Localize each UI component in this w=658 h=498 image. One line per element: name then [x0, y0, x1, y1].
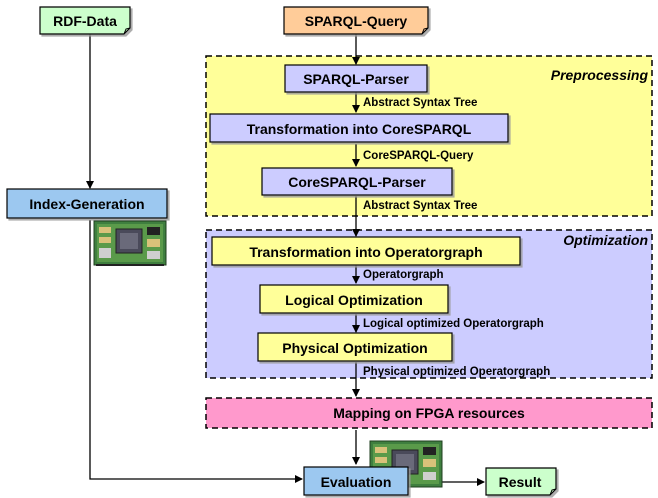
preprocessing-label: Preprocessing	[551, 67, 649, 83]
sparql-query-document: SPARQL-Query	[283, 6, 429, 35]
index-generation-label: Index-Generation	[29, 196, 144, 212]
mapping-fpga-label: Mapping on FPGA resources	[333, 405, 525, 421]
transformation-operatorgraph-box: Transformation into Operatorgraph	[211, 236, 521, 266]
edge-label-logical-optimized: Logical optimized Operatorgraph	[363, 318, 544, 330]
sparql-parser-box: SPARQL-Parser	[284, 64, 428, 93]
rdf-data-label: RDF-Data	[53, 13, 117, 29]
sparql-query-label: SPARQL-Query	[305, 13, 408, 29]
evaluation-box: Evaluation	[303, 466, 409, 496]
mapping-region: Mapping on FPGA resources	[205, 397, 653, 429]
result-label: Result	[499, 474, 542, 490]
arrow-index-to-evaluation	[89, 220, 303, 483]
result-document: Result	[485, 467, 557, 496]
physical-optimization-box: Physical Optimization	[257, 332, 453, 362]
sparql-parser-label: SPARQL-Parser	[303, 71, 409, 87]
physical-optimization-label: Physical Optimization	[282, 340, 427, 356]
transformation-operatorgraph-label: Transformation into Operatorgraph	[249, 244, 482, 260]
edge-label-physical-optimized: Physical optimized Operatorgraph	[363, 366, 550, 378]
logical-optimization-box: Logical Optimization	[259, 284, 449, 314]
optimization-label: Optimization	[563, 232, 648, 248]
logical-optimization-label: Logical Optimization	[285, 292, 423, 308]
coresparql-parser-label: CoreSPARQL-Parser	[288, 174, 426, 190]
evaluation-label: Evaluation	[321, 474, 392, 490]
edge-label-operatorgraph: Operatorgraph	[363, 269, 444, 281]
rdf-data-document: RDF-Data	[39, 6, 131, 35]
coresparql-parser-box: CoreSPARQL-Parser	[261, 167, 453, 196]
transformation-coresparql-label: Transformation into CoreSPARQL	[247, 121, 472, 137]
edge-label-coresparql-query: CoreSPARQL-Query	[363, 150, 474, 162]
connectors	[86, 32, 485, 486]
index-generation-box: Index-Generation	[6, 188, 168, 219]
fpga-board-icon	[93, 220, 167, 266]
transformation-coresparql-box: Transformation into CoreSPARQL	[209, 113, 509, 143]
edge-label-ast-2: Abstract Syntax Tree	[363, 200, 477, 212]
edge-label-ast-1: Abstract Syntax Tree	[363, 97, 477, 109]
